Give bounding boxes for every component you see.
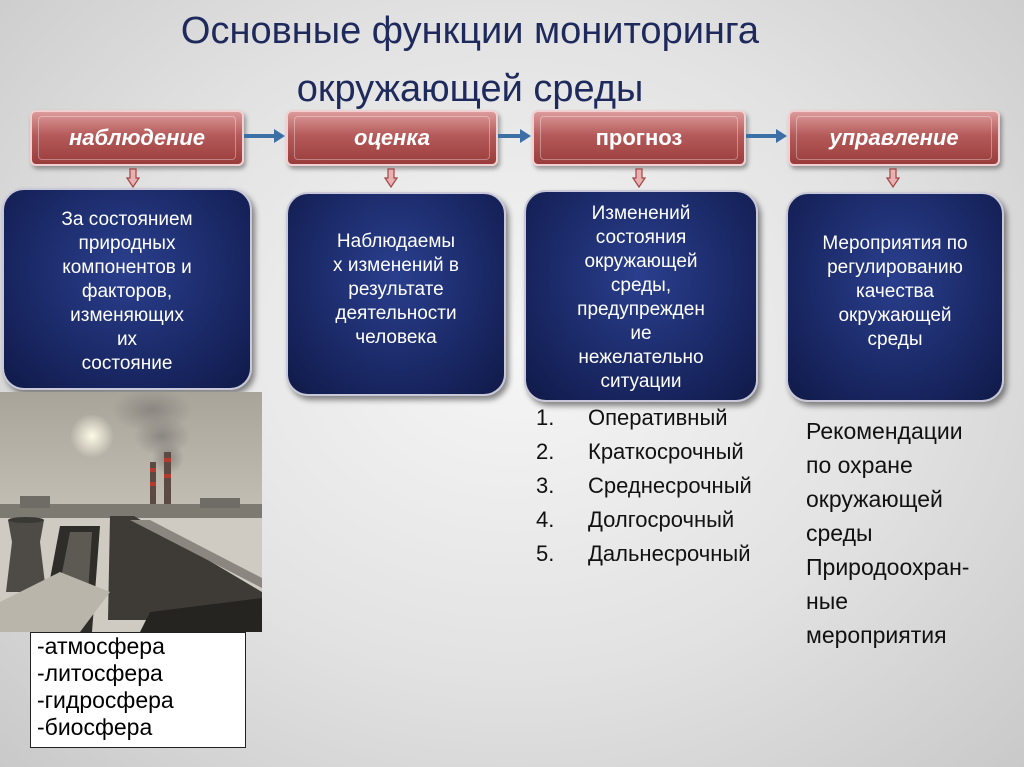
- sphere-item: -биосфера: [37, 714, 153, 740]
- box-forecast-line: ие: [630, 323, 652, 344]
- list-item: 5. Дальнесрочный: [536, 537, 752, 571]
- box-forecast-line: нежелательно: [578, 347, 704, 368]
- box-management: Мероприятия по регулированию качества ок…: [786, 192, 1004, 402]
- box-forecast-line: состояния: [595, 227, 687, 248]
- box-management-line: среды: [867, 329, 923, 350]
- spheres-list: -атмосфера -литосфера -гидросфера -биосф…: [30, 632, 246, 748]
- list-item-number: 3.: [536, 473, 555, 498]
- stage-forecast-label: прогноз: [595, 125, 683, 150]
- box-observation-line: компонентов и: [62, 257, 192, 278]
- box-forecast-line: среды,: [610, 275, 672, 296]
- box-management-line: качества: [856, 281, 934, 302]
- stage-assessment-label: оценка: [354, 125, 430, 150]
- box-management-line: регулированию: [827, 257, 963, 278]
- box-observation-line: их: [116, 329, 138, 350]
- box-assessment-line: Наблюдаемы: [336, 231, 456, 252]
- list-item: 2. Краткосрочный: [536, 435, 752, 469]
- recommendations-text: Рекомендации по охране окружающей среды …: [806, 414, 969, 652]
- box-forecast-line: ситуации: [600, 371, 682, 392]
- arrow-right-icon: [746, 129, 787, 143]
- recommendations-line: по охране: [806, 452, 913, 478]
- arrow-down-icon: [126, 168, 140, 188]
- recommendations-line: мероприятия: [806, 622, 947, 648]
- industrial-plant-photo: [0, 392, 262, 632]
- list-item: 4. Долгосрочный: [536, 503, 752, 537]
- box-observation-line: За состоянием: [61, 209, 193, 230]
- box-observation-line: природных: [78, 233, 176, 254]
- box-forecast: Изменений состояния окружающей среды, пр…: [524, 190, 758, 402]
- box-assessment-line: х изменений в: [333, 255, 459, 276]
- box-management-line: окружающей: [838, 305, 952, 326]
- list-item-label: Среднесрочный: [588, 473, 752, 498]
- box-management-line: Мероприятия по: [822, 233, 968, 254]
- box-forecast-line: предупрежден: [577, 299, 705, 320]
- arrow-down-icon: [632, 168, 646, 188]
- stage-management: управление: [788, 110, 1000, 166]
- arrow-down-icon: [384, 168, 398, 188]
- recommendations-line: Природоохран-: [806, 554, 970, 580]
- title-line-2: окружающей среды: [296, 68, 644, 110]
- list-item-number: 5.: [536, 541, 555, 566]
- arrow-right-icon: [498, 129, 531, 143]
- title-line-1: Основные функции мониторинга: [180, 10, 760, 52]
- sphere-item: -атмосфера: [37, 633, 165, 659]
- stage-management-label: управление: [829, 125, 959, 150]
- list-item-number: 1.: [536, 405, 555, 430]
- box-forecast-line: окружающей: [584, 251, 698, 272]
- box-observation-line: факторов,: [81, 281, 173, 302]
- forecast-types-list: 1. Оперативный 2. Краткосрочный 3. Средн…: [536, 401, 752, 571]
- list-item-label: Оперативный: [588, 405, 728, 430]
- stage-observation-label: наблюдение: [68, 125, 206, 150]
- slide-title: Основные функции мониторинга окружающей …: [120, 2, 820, 118]
- list-item: 1. Оперативный: [536, 401, 752, 435]
- stage-assessment: оценка: [286, 110, 498, 166]
- arrow-right-icon: [244, 129, 285, 143]
- list-item: 3. Среднесрочный: [536, 469, 752, 503]
- box-assessment-line: деятельности: [335, 303, 457, 324]
- box-observation: За состоянием природных компонентов и фа…: [2, 188, 252, 390]
- list-item-label: Дальнесрочный: [588, 541, 751, 566]
- box-observation-line: состояние: [81, 353, 173, 374]
- sphere-item: -литосфера: [37, 660, 163, 686]
- box-assessment: Наблюдаемы х изменений в результате деят…: [286, 192, 506, 396]
- stage-forecast: прогноз: [532, 110, 746, 166]
- box-observation-line: изменяющих: [70, 305, 184, 326]
- list-item-label: Краткосрочный: [588, 439, 744, 464]
- stage-observation: наблюдение: [30, 110, 244, 166]
- sphere-item: -гидросфера: [37, 687, 174, 713]
- list-item-number: 2.: [536, 439, 555, 464]
- arrow-down-icon: [886, 168, 900, 188]
- recommendations-line: среды: [806, 520, 873, 546]
- recommendations-line: ные: [806, 588, 849, 614]
- box-assessment-line: человека: [355, 327, 437, 348]
- recommendations-line: Рекомендации: [806, 418, 963, 444]
- box-assessment-line: результате: [348, 279, 444, 300]
- recommendations-line: окружающей: [806, 486, 943, 512]
- box-forecast-line: Изменений: [591, 203, 691, 224]
- list-item-number: 4.: [536, 507, 555, 532]
- list-item-label: Долгосрочный: [588, 507, 735, 532]
